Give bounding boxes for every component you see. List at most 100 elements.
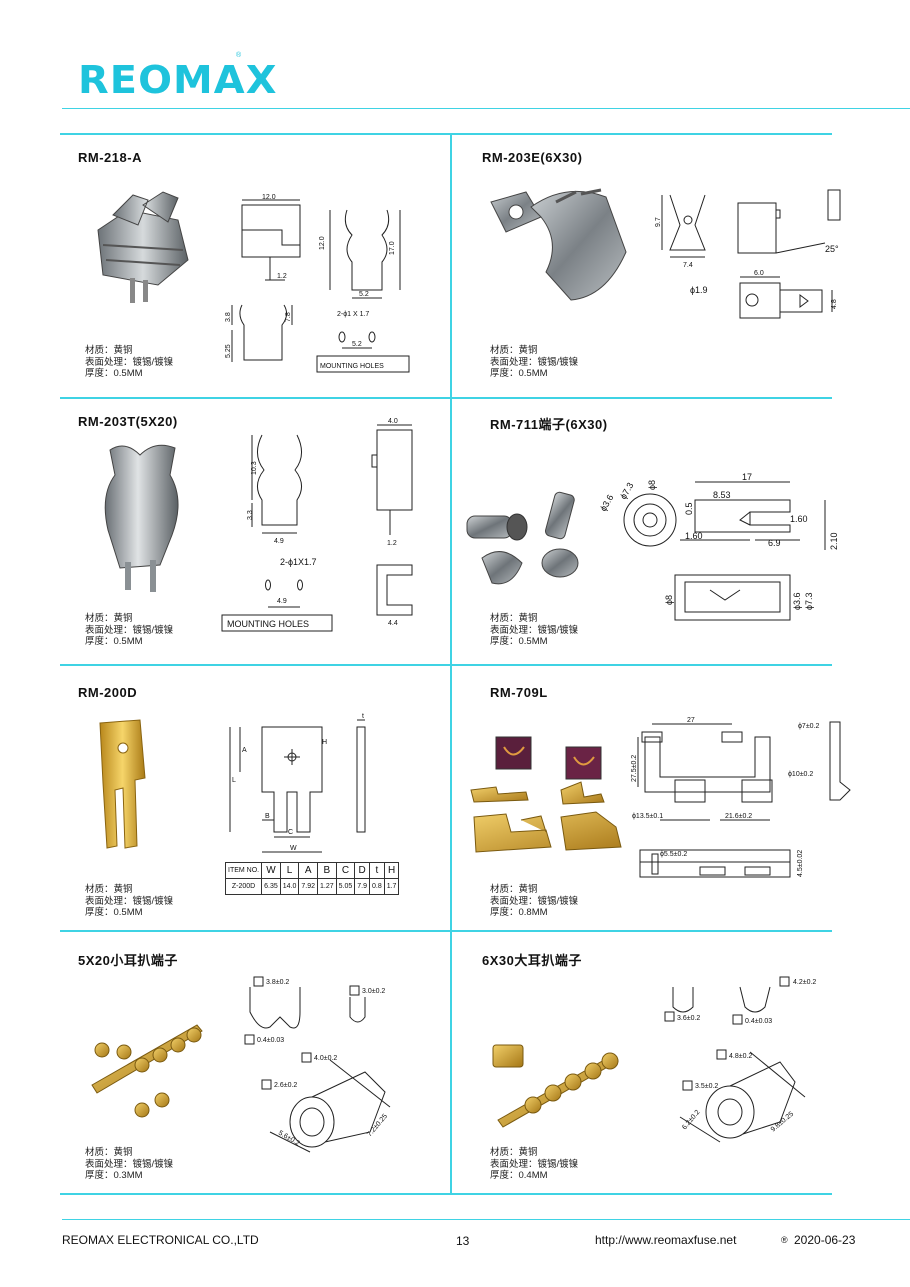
dim-label: 4.2±0.2 <box>793 979 816 986</box>
spec-thickness: 厚度：0.5MM <box>490 368 548 379</box>
table-header-cell: L <box>279 862 300 879</box>
table-cell: Z-200D <box>224 878 263 895</box>
product-photo-rm-203t <box>104 444 179 592</box>
spec-material: 材质：黄铜 <box>85 345 133 356</box>
product-title-rm-203e: RM-203E(6X30) <box>482 150 583 165</box>
mounting-holes-label: MOUNTING HOLES <box>227 619 309 629</box>
dim-label: 10.3 <box>251 461 258 475</box>
product-photo-rm-709l <box>470 736 622 853</box>
product-title-rm-218-a: RM-218-A <box>78 150 142 165</box>
dim-label: 3.6±0.2 <box>677 1015 700 1022</box>
spec-rm-218-a: 材质：黄铜 表面处理：镀锡/镀镍 厚度：0.5MM <box>85 345 173 380</box>
product-photo-rm-218-a <box>97 191 189 303</box>
dim-label: A <box>242 747 247 754</box>
spec-thickness: 厚度：0.5MM <box>490 636 548 647</box>
dim-label: 7.2±0.25 <box>366 1113 389 1138</box>
header-rule <box>62 108 910 109</box>
dim-label: 1.60 <box>685 531 703 541</box>
table-header-cell: B <box>317 862 337 879</box>
product-photo-rm-203e <box>490 188 627 301</box>
dim-label: ϕ13.5±0.1 <box>632 813 663 820</box>
dim-label: 4.0 <box>388 418 398 425</box>
dim-label: 2.6±0.2 <box>274 1082 297 1089</box>
drawing-rm-203t: 10.3 3.3 4.9 4.0 1.2 2-ϕ1X1.7 4.9 MOUNTI… <box>221 418 413 632</box>
spec-5x20-ear-clip: 材质：黄铜 表面处理：镀锡/镀镍 厚度：0.3MM <box>85 1147 173 1182</box>
table-cell: 5.05 <box>335 878 356 895</box>
spec-material: 材质：黄铜 <box>490 1147 538 1158</box>
dim-label: 21.6±0.2 <box>725 813 752 820</box>
dim-label: ϕ3.6 <box>598 493 615 513</box>
spec-finish: 表面处理：镀锡/镀镍 <box>85 895 174 907</box>
spec-table-rm-200d: ITEM NO. W L A B C D t H Z-200D 6.35 14.… <box>224 862 400 895</box>
grid-line-row3 <box>60 930 832 932</box>
spec-6x30-ear-clip: 材质：黄铜 表面处理：镀锡/镀镍 厚度：0.4MM <box>490 1147 578 1182</box>
dim-label: 4.8±0.2 <box>729 1053 752 1060</box>
dim-label: 4.5±0.02 <box>797 850 804 877</box>
spec-material: 材质：黄铜 <box>85 613 133 624</box>
dim-label: ϕ7±0.2 <box>798 723 819 730</box>
table-cell: 7.9 <box>354 878 370 895</box>
table-header-cell: t <box>368 862 385 879</box>
table-header-cell: C <box>335 862 356 879</box>
product-title-6x30-ear-clip: 6X30大耳扒端子 <box>482 953 582 968</box>
dim-label: 0.4±0.03 <box>745 1018 772 1025</box>
grid-line-row2 <box>60 664 832 666</box>
spec-thickness: 厚度：0.8MM <box>490 907 548 918</box>
dim-label: 5.2 <box>352 341 362 348</box>
table-header-row: ITEM NO. W L A B C D t H <box>224 862 400 879</box>
product-title-rm-203t: RM-203T(5X20) <box>78 414 178 429</box>
dim-label: 3.8 <box>225 312 232 322</box>
dim-label: B <box>265 813 270 820</box>
spec-material: 材质：黄铜 <box>490 613 538 624</box>
dim-label: ϕ5.5±0.2 <box>660 851 687 858</box>
spec-material: 材质：黄铜 <box>490 345 538 356</box>
spec-rm-711: 材质：黄铜 表面处理：镀锡/镀镍 厚度：0.5MM <box>490 613 578 648</box>
dim-label: 2-ϕ1X1.7 <box>280 557 317 567</box>
dim-label: 4.9 <box>274 538 284 545</box>
dim-label: 1.2 <box>387 540 397 547</box>
dim-label: 1.2 <box>277 273 287 280</box>
footer-page-number: 13 <box>456 1234 470 1248</box>
dim-label: 17.0 <box>389 241 396 255</box>
spec-finish: 表面处理：镀锡/镀镍 <box>490 895 579 907</box>
dim-label: 12.0 <box>262 194 276 201</box>
drawing-5x20-ear-clip: 3.8±0.2 3.0±0.2 0.4±0.03 4.0±0.2 2.6±0.2… <box>244 976 391 1153</box>
drawing-rm-218-a: 12.0 12.0 17.0 1.2 5.2 3.8 7.8 5.25 2-ϕ1… <box>225 194 410 373</box>
dim-label: L <box>232 777 236 784</box>
product-photo-6x30-ear-clip <box>492 1044 619 1128</box>
table-cell: 14.0 <box>279 878 300 895</box>
spec-finish: 表面处理：镀锡/镀镍 <box>85 1158 174 1170</box>
product-title-rm-711: RM-711端子(6X30) <box>490 417 608 432</box>
dim-label: ϕ8 <box>664 595 674 605</box>
product-photo-rm-711 <box>466 491 579 585</box>
table-row: Z-200D 6.35 14.0 7.92 1.27 5.05 7.9 0.8 … <box>224 878 400 895</box>
table-header-cell: W <box>261 862 281 879</box>
table-cell: 0.8 <box>368 878 385 895</box>
spec-finish: 表面处理：镀锡/镀镍 <box>490 624 579 636</box>
drawing-rm-200d: A L H B C W t <box>229 713 366 853</box>
table-header-cell: H <box>383 862 400 879</box>
dim-label: 27 <box>687 717 695 724</box>
product-photo-5x20-ear-clip <box>91 1024 203 1118</box>
spec-rm-203e: 材质：黄铜 表面处理：镀锡/镀镍 厚度：0.5MM <box>490 345 578 380</box>
dim-label: 4.0±0.2 <box>314 1055 337 1062</box>
dim-label: 4.4 <box>388 620 398 627</box>
drawing-rm-711: ϕ7.3 ϕ8 ϕ3.6 17 8.53 0.5 1.60 1.60 6.9 2… <box>598 472 839 621</box>
dim-label: ϕ1.9 <box>690 285 708 295</box>
footer-url[interactable]: http://www.reomaxfuse.net <box>595 1233 737 1247</box>
dim-label: 8.53 <box>713 490 731 500</box>
grid-line-row1 <box>60 397 832 399</box>
spec-finish: 表面处理：镀锡/镀镍 <box>490 356 579 368</box>
grid-line-top <box>60 133 832 135</box>
dim-label: 7.4 <box>683 262 693 269</box>
dim-label: 2.10 <box>829 532 839 550</box>
dim-label: 0.5 <box>684 502 694 515</box>
dim-label: 6.9 <box>768 538 781 548</box>
spec-thickness: 厚度：0.3MM <box>85 1170 143 1181</box>
spec-thickness: 厚度：0.5MM <box>85 368 143 379</box>
dim-label: 5.2 <box>359 291 369 298</box>
brand-logo: REOMAX <box>78 58 278 102</box>
spec-thickness: 厚度：0.4MM <box>490 1170 548 1181</box>
table-header-cell: A <box>298 862 318 879</box>
spec-finish: 表面处理：镀锡/镀镍 <box>490 1158 579 1170</box>
